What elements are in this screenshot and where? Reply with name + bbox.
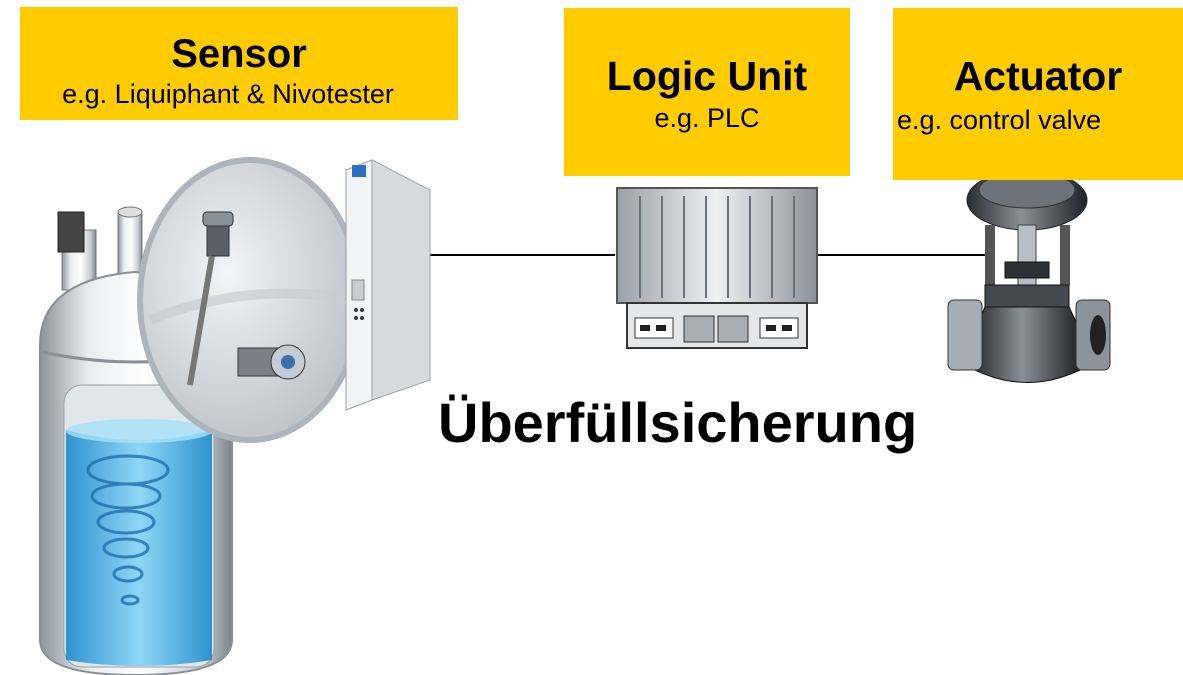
logic-unit-subtitle: e.g. PLC [654,103,760,133]
plc-rack [616,187,818,349]
tank-illustration [39,206,233,675]
tank-sensor-head-left [57,211,85,253]
liquid-swirl [86,454,170,606]
sensor-subtitle: e.g. Liquiphant & Nivotester [62,79,394,109]
sensor-title: Sensor [171,32,307,76]
logic-unit-label-box: Logic Unit e.g. PLC [564,8,850,176]
liquiphant-head [206,221,230,257]
tank-liquid [66,430,212,666]
actuator-subtitle: e.g. control valve [897,105,1102,135]
control-valve [947,169,1111,383]
sensor-label-box: Sensor e.g. Liquiphant & Nivotester [20,7,458,120]
plc-cabinet [616,187,818,304]
nivotester-side [371,159,431,401]
actuator-title: Actuator [953,53,1123,99]
main-label: Überfüllsicherung [438,391,918,454]
liquiphant-fork [187,255,215,386]
valve-body [974,306,1081,383]
valve-flange-left [947,299,983,371]
magnifier-detail [137,157,363,443]
actuator-label-box: Actuator e.g. control valve [893,8,1183,180]
nivotester-module [345,159,431,411]
tank-fitting-middle [117,211,143,283]
logic-unit-title: Logic Unit [606,53,808,99]
